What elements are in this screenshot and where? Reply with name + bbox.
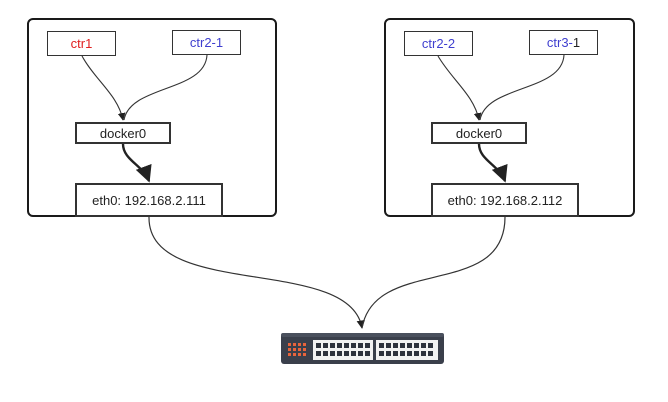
switch-led xyxy=(288,343,291,346)
switch-port-bank-2 xyxy=(376,340,438,360)
eth0-host-2-label: eth0: 192.168.2.112 xyxy=(447,192,563,208)
switch-led xyxy=(298,343,301,346)
switch-port xyxy=(379,343,384,348)
switch-port xyxy=(386,351,391,356)
container-ctr3-1[interactable]: ctr3-1 xyxy=(529,30,598,55)
eth0-host-1-label: eth0: 192.168.2.111 xyxy=(92,192,206,208)
switch-status-leds xyxy=(288,343,306,356)
switch-port-bank-1 xyxy=(313,340,373,360)
switch-port xyxy=(358,343,363,348)
bridge-docker0-host-2[interactable]: docker0 xyxy=(431,122,527,144)
switch-led xyxy=(288,348,291,351)
container-ctr3-1-label-prefix: ctr3- xyxy=(546,35,573,50)
container-ctr1-label: ctr1 xyxy=(70,36,93,51)
container-ctr2-1-label: ctr2-1 xyxy=(189,35,224,50)
wire-eth0-host-1-to-switch xyxy=(148,216,365,329)
bridge-docker0-host-1[interactable]: docker0 xyxy=(75,122,171,144)
wire-eth0-host-2-to-switch xyxy=(361,216,506,329)
switch-port xyxy=(323,351,328,356)
bridge-docker0-host-1-label: docker0 xyxy=(99,125,147,141)
eth0-host-2[interactable]: eth0: 192.168.2.112 xyxy=(431,183,579,217)
switch-port xyxy=(393,351,398,356)
switch-led xyxy=(303,348,306,351)
switch-port xyxy=(344,351,349,356)
switch-port xyxy=(316,343,321,348)
switch-port xyxy=(365,351,370,356)
switch-led xyxy=(298,353,301,356)
container-ctr3-1-label-suffix: 1 xyxy=(572,35,581,50)
switch-ports xyxy=(316,343,433,356)
switch-led xyxy=(298,348,301,351)
switch-port xyxy=(414,351,419,356)
switch-top-edge xyxy=(281,333,444,337)
switch-led xyxy=(293,348,296,351)
switch-port xyxy=(337,343,342,348)
switch-port xyxy=(386,343,391,348)
switch-body xyxy=(281,333,444,364)
network-switch-icon xyxy=(281,333,444,364)
switch-port xyxy=(393,343,398,348)
switch-port xyxy=(358,351,363,356)
switch-led xyxy=(288,353,291,356)
switch-port xyxy=(428,343,433,348)
eth0-host-1[interactable]: eth0: 192.168.2.111 xyxy=(75,183,223,217)
switch-port xyxy=(414,343,419,348)
switch-led xyxy=(293,343,296,346)
container-ctr2-1[interactable]: ctr2-1 xyxy=(172,30,241,55)
switch-port xyxy=(344,343,349,348)
switch-port xyxy=(428,351,433,356)
switch-port xyxy=(400,351,405,356)
switch-port xyxy=(365,343,370,348)
switch-port xyxy=(337,351,342,356)
switch-port xyxy=(330,351,335,356)
switch-port xyxy=(421,343,426,348)
switch-port xyxy=(421,351,426,356)
switch-led xyxy=(293,353,296,356)
switch-port xyxy=(351,351,356,356)
switch-port xyxy=(316,351,321,356)
bridge-docker0-host-2-label: docker0 xyxy=(455,125,503,141)
container-ctr2-2-label: ctr2-2 xyxy=(421,36,456,51)
container-ctr2-2[interactable]: ctr2-2 xyxy=(404,31,473,56)
container-ctr1[interactable]: ctr1 xyxy=(47,31,116,56)
switch-port xyxy=(330,343,335,348)
switch-port xyxy=(351,343,356,348)
switch-port xyxy=(407,351,412,356)
switch-port xyxy=(323,343,328,348)
switch-port xyxy=(379,351,384,356)
switch-port xyxy=(400,343,405,348)
switch-led xyxy=(303,353,306,356)
switch-led xyxy=(303,343,306,346)
switch-port xyxy=(407,343,412,348)
